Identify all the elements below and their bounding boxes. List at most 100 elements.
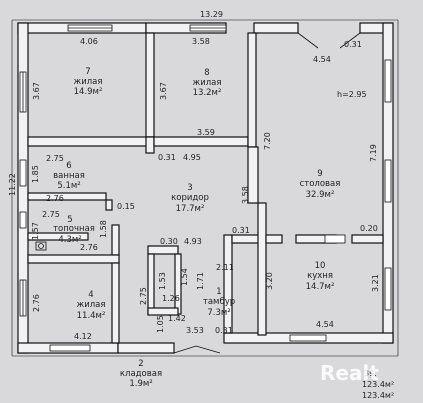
room-1-area: 7.3м²	[207, 308, 230, 318]
room-6-number: 6	[66, 161, 71, 171]
wall-corridor-right	[247, 146, 259, 204]
room-9-area: 32.9м²	[306, 190, 335, 200]
dim-top-room8: 3.58	[192, 37, 210, 46]
window-kitchen	[384, 267, 392, 311]
room-6-name: ванная	[53, 171, 85, 181]
window-dining-2	[384, 159, 392, 203]
dim-hall-wall: 7.20	[263, 132, 272, 150]
room-2-name: кладовая	[120, 369, 162, 379]
room-10-number: 10	[315, 261, 326, 271]
dim-pillar-room7: 0.31	[158, 153, 176, 162]
dim-wall-030: 0.30	[160, 237, 178, 246]
wall-hall-vertical	[247, 32, 257, 148]
window-kitchen-interior	[324, 234, 346, 244]
windows	[19, 24, 392, 352]
wall-vestibule-top	[231, 234, 261, 244]
room-7-number: 7	[85, 67, 90, 77]
wall-boiler-bottom	[27, 254, 120, 264]
entrance-door-top	[297, 32, 361, 49]
area-totals: 39. 123.4м² 123.4м²	[362, 369, 394, 400]
dim-room8-bottom: 3.59	[197, 128, 215, 137]
room-6-area: 5.1м²	[57, 181, 80, 191]
outer-wall-top-right-a	[253, 22, 299, 34]
room-10-area: 14.7м²	[306, 282, 335, 292]
wall-vestibule-right	[223, 234, 233, 334]
dim-boiler-bottom: 2.76	[80, 243, 98, 252]
dim-bottom-412: 4.12	[74, 332, 92, 341]
dim-kitchen-right: 3.21	[371, 274, 380, 292]
room-8-name: жилая	[193, 78, 222, 88]
dim-vest-211: 2.11	[216, 263, 234, 272]
window-bath	[19, 159, 27, 187]
total-line-3: 123.4м²	[362, 391, 394, 400]
dim-door-top: 0.31	[344, 40, 362, 49]
wall-storage-top	[147, 307, 179, 316]
dimension-labels: 13.29 4.06 3.58 4.54 0.31 h=2.95 3.67 3.…	[8, 10, 380, 341]
wall-stair-left	[147, 253, 155, 315]
wall-boiler-right	[111, 224, 120, 256]
dim-boiler-inner-right: 1.58	[99, 220, 108, 238]
room-10-name: кухня	[307, 271, 333, 281]
room-2-area: 1.9м²	[129, 379, 152, 389]
room-labels: 7 жилая 14.9м² 8 жилая 13.2м² 6 ванная 5…	[53, 67, 340, 389]
room-3: 3 коридор 17.7м²	[171, 183, 209, 214]
storage-wall	[117, 342, 175, 354]
dim-stair-154: 1.54	[180, 268, 189, 286]
wall-room7-bottom	[27, 136, 155, 147]
pillar-room7	[145, 136, 155, 154]
wall-kitchen-right-stub	[351, 234, 384, 244]
wall-boiler-inner	[27, 232, 89, 241]
window-kitchen-bottom	[289, 334, 327, 342]
dim-bath-left: 1.85	[31, 165, 40, 183]
doors	[35, 32, 361, 354]
room-7: 7 жилая 14.9м²	[74, 67, 103, 97]
total-line-1: 39.	[364, 369, 377, 378]
dim-left-total: 11.22	[8, 173, 17, 196]
dim-dining-kitchen: 0.20	[360, 224, 378, 233]
dim-boiler-top: 2.76	[46, 194, 64, 203]
room-1-name: тамбур	[203, 297, 235, 307]
window-room4-bottom	[49, 344, 91, 352]
room-9: 9 столовая 32.9м²	[300, 169, 341, 200]
room-1-number: 1	[216, 287, 221, 297]
dim-left-room7: 3.67	[32, 82, 41, 100]
room-1: 1 тамбур 7.3м²	[203, 287, 235, 318]
room-4-area: 11.4м²	[77, 311, 106, 321]
room-10: 10 кухня 14.7м²	[306, 261, 335, 292]
room-9-number: 9	[317, 169, 322, 179]
dim-vest-275: 2.75	[139, 287, 148, 305]
wall-room7-room8	[145, 32, 155, 138]
window-dining-1	[384, 59, 392, 103]
dim-stor-142: 1.42	[168, 314, 186, 323]
room-5: 5 топочная 4.3м²	[53, 215, 95, 245]
room-7-name: жилая	[74, 77, 103, 87]
dim-stor-126: 1.26	[162, 294, 180, 303]
dim-stair-171: 1.71	[196, 272, 205, 290]
dim-bottom-353: 3.53	[186, 326, 204, 335]
room-2-number: 2	[138, 359, 143, 369]
room-4: 4 жилая 11.4м²	[77, 290, 106, 321]
dim-kitchen-bottom: 4.54	[316, 320, 334, 329]
wall-room4-right	[111, 262, 120, 344]
dim-stor-105: 1.05	[156, 315, 165, 333]
boiler-equipment	[35, 241, 47, 251]
room-4-number: 4	[88, 290, 93, 300]
dimension-lines	[11, 19, 399, 357]
room-5-area: 4.3м²	[58, 235, 81, 245]
dim-boiler-wall: 0.15	[117, 202, 135, 211]
room-3-name: коридор	[171, 193, 209, 203]
dim-room8-left: 3.67	[159, 82, 168, 100]
dim-kitchen-left: 3.20	[265, 272, 274, 290]
wall-0-30	[147, 245, 179, 255]
dim-right-wall: 7.19	[369, 144, 378, 162]
dim-corridor-width: 4.93	[184, 237, 202, 246]
door-storage	[173, 345, 221, 354]
window-boiler	[19, 211, 27, 229]
wall-kitchen-stub	[265, 234, 283, 244]
room-5-number: 5	[67, 215, 72, 225]
room-8-area: 13.2м²	[193, 88, 222, 98]
dim-corridor-top: 4.95	[183, 153, 201, 162]
dim-stair-153: 1.53	[158, 272, 167, 290]
dim-corridor-right: 3.58	[241, 186, 250, 204]
